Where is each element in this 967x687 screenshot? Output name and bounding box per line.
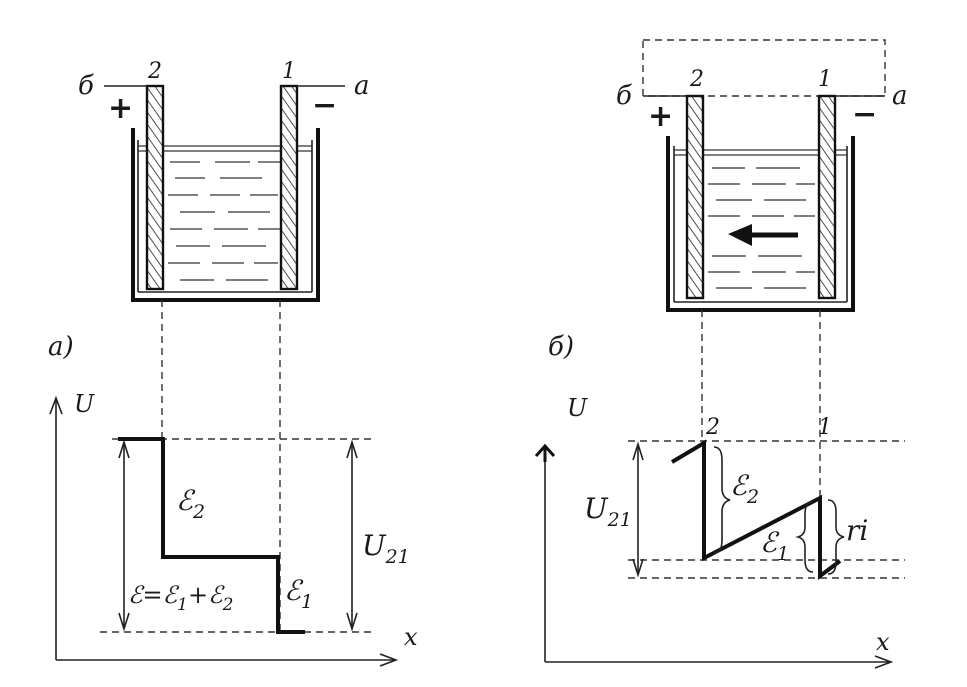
brace-ri	[827, 499, 845, 575]
electrode-2-b	[685, 94, 705, 300]
terminal-label-a: а	[354, 71, 370, 101]
brace-emf2	[713, 446, 731, 554]
panel-a: б а 2 1 + − а) U x	[48, 59, 418, 667]
terminal-label-b: б	[616, 81, 632, 111]
axis-label-u: U	[567, 394, 588, 422]
arrow-u21-b	[632, 441, 644, 578]
terminal-label-b: б	[78, 71, 94, 101]
arrow-u21-a	[346, 439, 358, 632]
emf2-label-b: ℰ2	[730, 469, 759, 508]
electrode-2-a	[145, 84, 165, 291]
emf2-label-a: ℰ2	[176, 484, 205, 523]
plus-sign: +	[648, 99, 673, 134]
emf-total-label: ℰ=ℰ1+ℰ2	[128, 581, 233, 615]
vessel-a	[131, 128, 320, 302]
brace-emf1	[795, 501, 814, 573]
axis-label-x: x	[404, 623, 418, 651]
minus-sign: −	[852, 97, 877, 132]
terminal-label-a: а	[892, 81, 908, 111]
axes-a	[49, 395, 399, 667]
electrode-number-2: 2	[147, 59, 162, 84]
electrode-1-a	[279, 84, 299, 291]
electrode-number-2: 2	[689, 67, 704, 92]
electrode-1-b	[817, 94, 837, 300]
axis-arrow-icon	[534, 443, 556, 462]
potential-profile-b	[670, 439, 842, 580]
minus-sign: −	[312, 88, 337, 123]
u21-label-b: U21	[584, 492, 632, 531]
u21-label-a: U21	[362, 529, 410, 568]
point-label-2: 2	[705, 415, 720, 440]
caption-b: б)	[548, 332, 574, 362]
axis-label-u: U	[74, 390, 95, 418]
point-label-1: 1	[818, 415, 832, 440]
axes-b	[534, 443, 894, 669]
plus-sign: +	[108, 91, 133, 126]
vessel-b	[666, 136, 855, 312]
axis-label-x: x	[876, 628, 890, 656]
caption-a: а)	[48, 332, 74, 362]
electrode-number-1: 1	[818, 67, 832, 92]
emf1-label-a: ℰ1	[284, 574, 313, 613]
electrolyte-a	[138, 145, 312, 281]
external-circuit	[642, 39, 886, 97]
arrow-emf-total	[118, 439, 130, 632]
potential-profile-a	[118, 437, 305, 634]
current-direction-arrow	[728, 224, 798, 246]
ri-label: ri	[846, 514, 868, 547]
emf1-label-b: ℰ1	[760, 526, 789, 565]
electrode-number-1: 1	[282, 59, 296, 84]
panel-b: б а 2 1 + − б) U x	[534, 39, 908, 669]
